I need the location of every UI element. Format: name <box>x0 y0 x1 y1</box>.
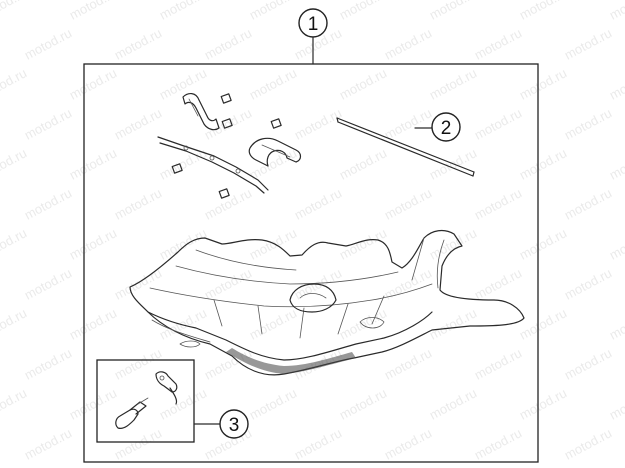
watermark-text: motod.ru <box>22 425 74 462</box>
watermark-text: motod.ru <box>337 385 389 422</box>
watermark-text: motod.ru <box>337 225 389 262</box>
watermark-text: motod.ru <box>382 265 434 302</box>
watermark-text: motod.ru <box>112 425 164 462</box>
watermark-text: motod.ru <box>472 425 524 462</box>
watermark-text: motod.ru <box>382 345 434 382</box>
watermark-text: motod.ru <box>157 0 209 23</box>
kit-frame <box>83 63 539 463</box>
watermark-text: motod.ru <box>607 65 625 102</box>
watermark-text: motod.ru <box>67 0 119 23</box>
watermark-text: motod.ru <box>517 385 569 422</box>
watermark-text: motod.ru <box>22 185 74 222</box>
watermark-text: motod.ru <box>427 0 479 23</box>
watermark-text: motod.ru <box>517 305 569 342</box>
watermark-text: motod.ru <box>67 225 119 262</box>
watermark-text: motod.ru <box>607 385 625 422</box>
callout-2-label: 2 <box>441 118 452 139</box>
watermark-text: motod.ru <box>247 385 299 422</box>
watermark-text: motod.ru <box>562 25 614 62</box>
watermark-text: motod.ru <box>562 105 614 142</box>
watermark-text: motod.ru <box>517 225 569 262</box>
watermark-text: motod.ru <box>247 225 299 262</box>
watermark-text: motod.ru <box>112 105 164 142</box>
watermark-text: motod.ru <box>247 65 299 102</box>
watermark-text: motod.ru <box>562 265 614 302</box>
watermark-text: motod.ru <box>607 225 625 262</box>
watermark-text: motod.ru <box>517 145 569 182</box>
watermark-text: motod.ru <box>292 425 344 462</box>
watermark-text: motod.ru <box>22 345 74 382</box>
watermark-text: motod.ru <box>562 425 614 462</box>
watermark-text: motod.ru <box>472 25 524 62</box>
watermark-text: motod.ru <box>202 265 254 302</box>
watermark-text: motod.ru <box>112 185 164 222</box>
watermark-text: motod.ru <box>112 265 164 302</box>
watermark-text: motod.ru <box>0 385 29 422</box>
callout-1: 1 <box>298 8 328 65</box>
watermark-text: motod.ru <box>517 65 569 102</box>
watermark-text: motod.ru <box>247 305 299 342</box>
watermark-text: motod.ru <box>472 185 524 222</box>
watermark-text: motod.ru <box>607 305 625 342</box>
watermark-text: motod.ru <box>292 105 344 142</box>
watermark-text: motod.ru <box>337 0 389 23</box>
watermark-text: motod.ru <box>67 305 119 342</box>
watermark-text: motod.ru <box>0 0 29 23</box>
watermark-text: motod.ru <box>22 265 74 302</box>
watermark-text: motod.ru <box>382 425 434 462</box>
watermark-text: motod.ru <box>562 345 614 382</box>
watermark-text: motod.ru <box>382 185 434 222</box>
watermark-text: motod.ru <box>337 65 389 102</box>
callout-1-label: 1 <box>308 14 319 35</box>
watermark-text: motod.ru <box>0 225 29 262</box>
watermark-text: motod.ru <box>157 225 209 262</box>
watermark-text: motod.ru <box>427 65 479 102</box>
watermark-text: motod.ru <box>472 265 524 302</box>
watermark-text: motod.ru <box>382 105 434 142</box>
watermark-text: motod.ru <box>67 65 119 102</box>
watermark-text: motod.ru <box>292 185 344 222</box>
watermark-text: motod.ru <box>517 0 569 23</box>
watermark-text: motod.ru <box>337 305 389 342</box>
watermark-text: motod.ru <box>0 305 29 342</box>
callout-3-label: 3 <box>229 415 240 436</box>
watermark-text: motod.ru <box>472 105 524 142</box>
watermark-text: motod.ru <box>472 345 524 382</box>
watermark-text: motod.ru <box>247 0 299 23</box>
rod-part <box>336 117 475 177</box>
watermark-text: motod.ru <box>382 25 434 62</box>
watermark-text: motod.ru <box>112 25 164 62</box>
watermark-text: motod.ru <box>0 145 29 182</box>
watermark-text: motod.ru <box>157 305 209 342</box>
watermark-text: motod.ru <box>157 385 209 422</box>
watermark-text: motod.ru <box>337 145 389 182</box>
watermark-text: motod.ru <box>427 385 479 422</box>
watermark-text: motod.ru <box>562 185 614 222</box>
callout-3: 3 <box>193 409 249 439</box>
watermark-text: motod.ru <box>22 25 74 62</box>
watermark-text: motod.ru <box>67 385 119 422</box>
mounting-hardware <box>157 93 302 199</box>
watermark-text: motod.ru <box>607 145 625 182</box>
watermark-text: motod.ru <box>0 65 29 102</box>
watermark-text: motod.ru <box>157 145 209 182</box>
watermark-text: motod.ru <box>22 105 74 142</box>
callout-2: 2 <box>414 112 461 142</box>
watermark-text: motod.ru <box>67 145 119 182</box>
fastener-inset <box>96 359 195 443</box>
watermark-text: motod.ru <box>202 105 254 142</box>
watermark-text: motod.ru <box>427 305 479 342</box>
watermark-text: motod.ru <box>607 0 625 23</box>
watermark-text: motod.ru <box>202 25 254 62</box>
skid-plate <box>129 229 525 376</box>
